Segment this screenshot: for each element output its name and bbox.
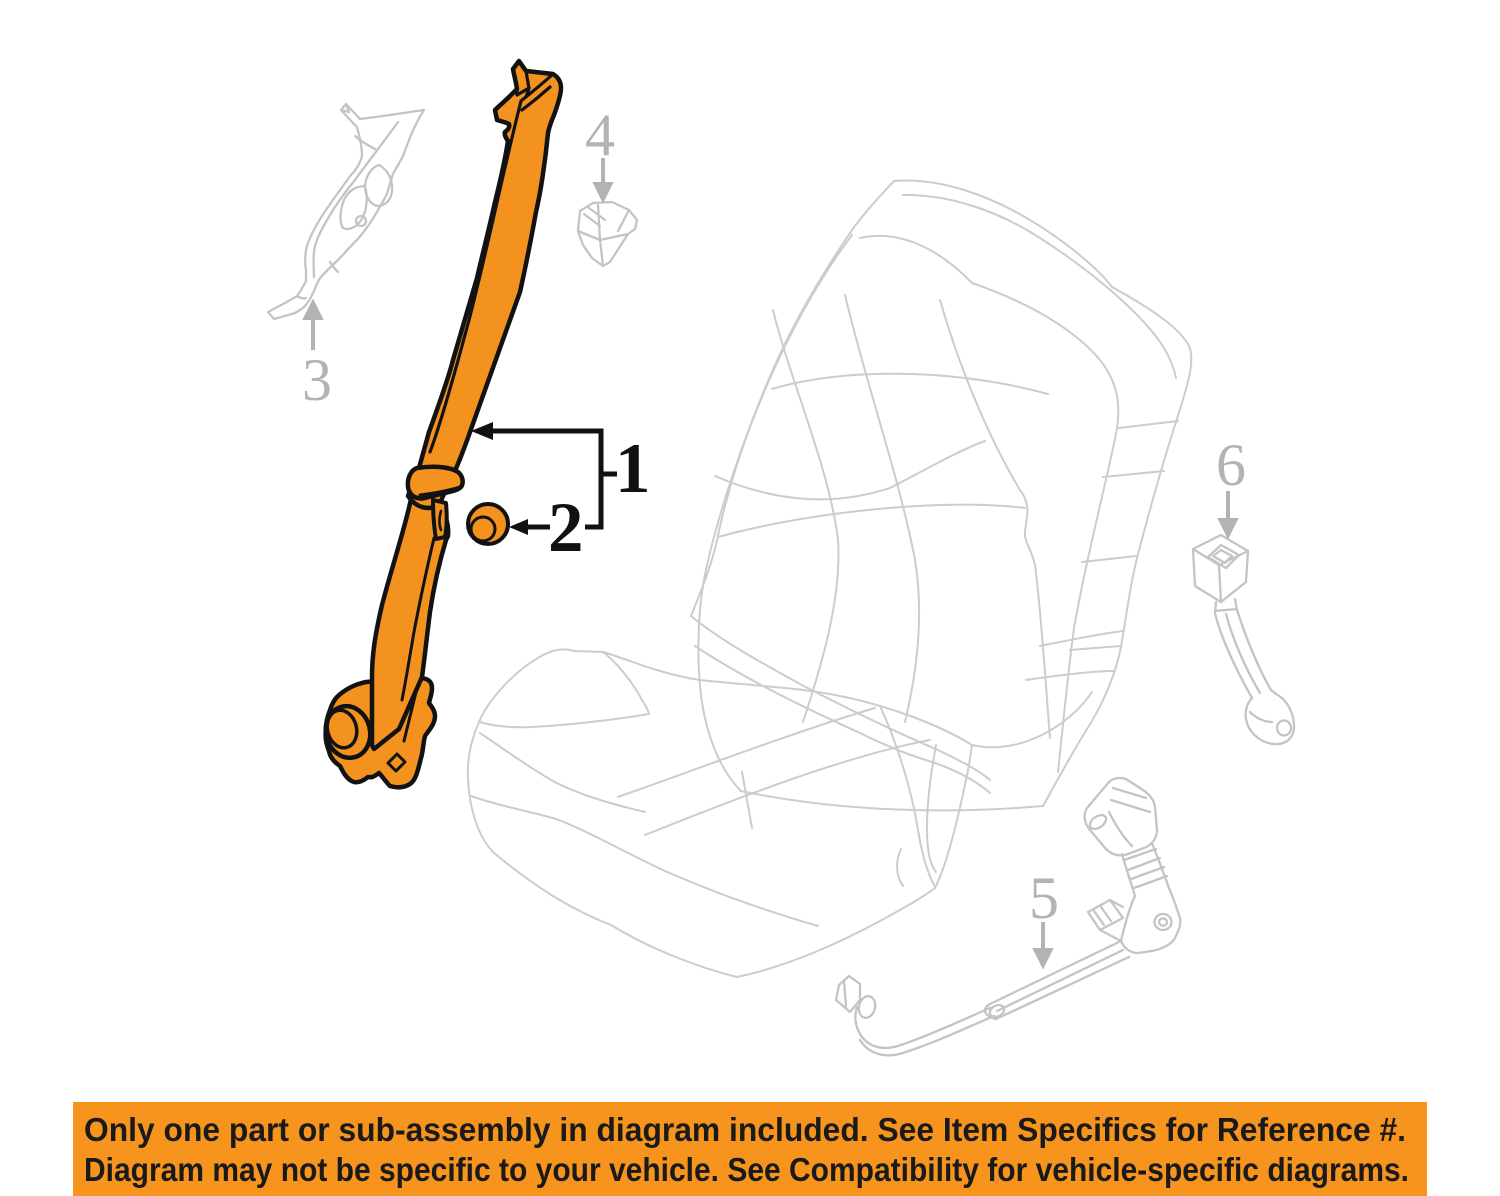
svg-text:2: 2	[548, 489, 584, 567]
svg-text:5: 5	[1029, 865, 1059, 931]
svg-text:4: 4	[585, 102, 615, 168]
svg-text:3: 3	[302, 347, 332, 413]
svg-text:6: 6	[1216, 432, 1246, 498]
svg-text:Only one part or sub-assembly: Only one part or sub-assembly in diagram…	[84, 1111, 1406, 1148]
svg-text:Diagram may not be specific to: Diagram may not be specific to your vehi…	[84, 1151, 1409, 1188]
svg-text:1: 1	[615, 430, 651, 508]
